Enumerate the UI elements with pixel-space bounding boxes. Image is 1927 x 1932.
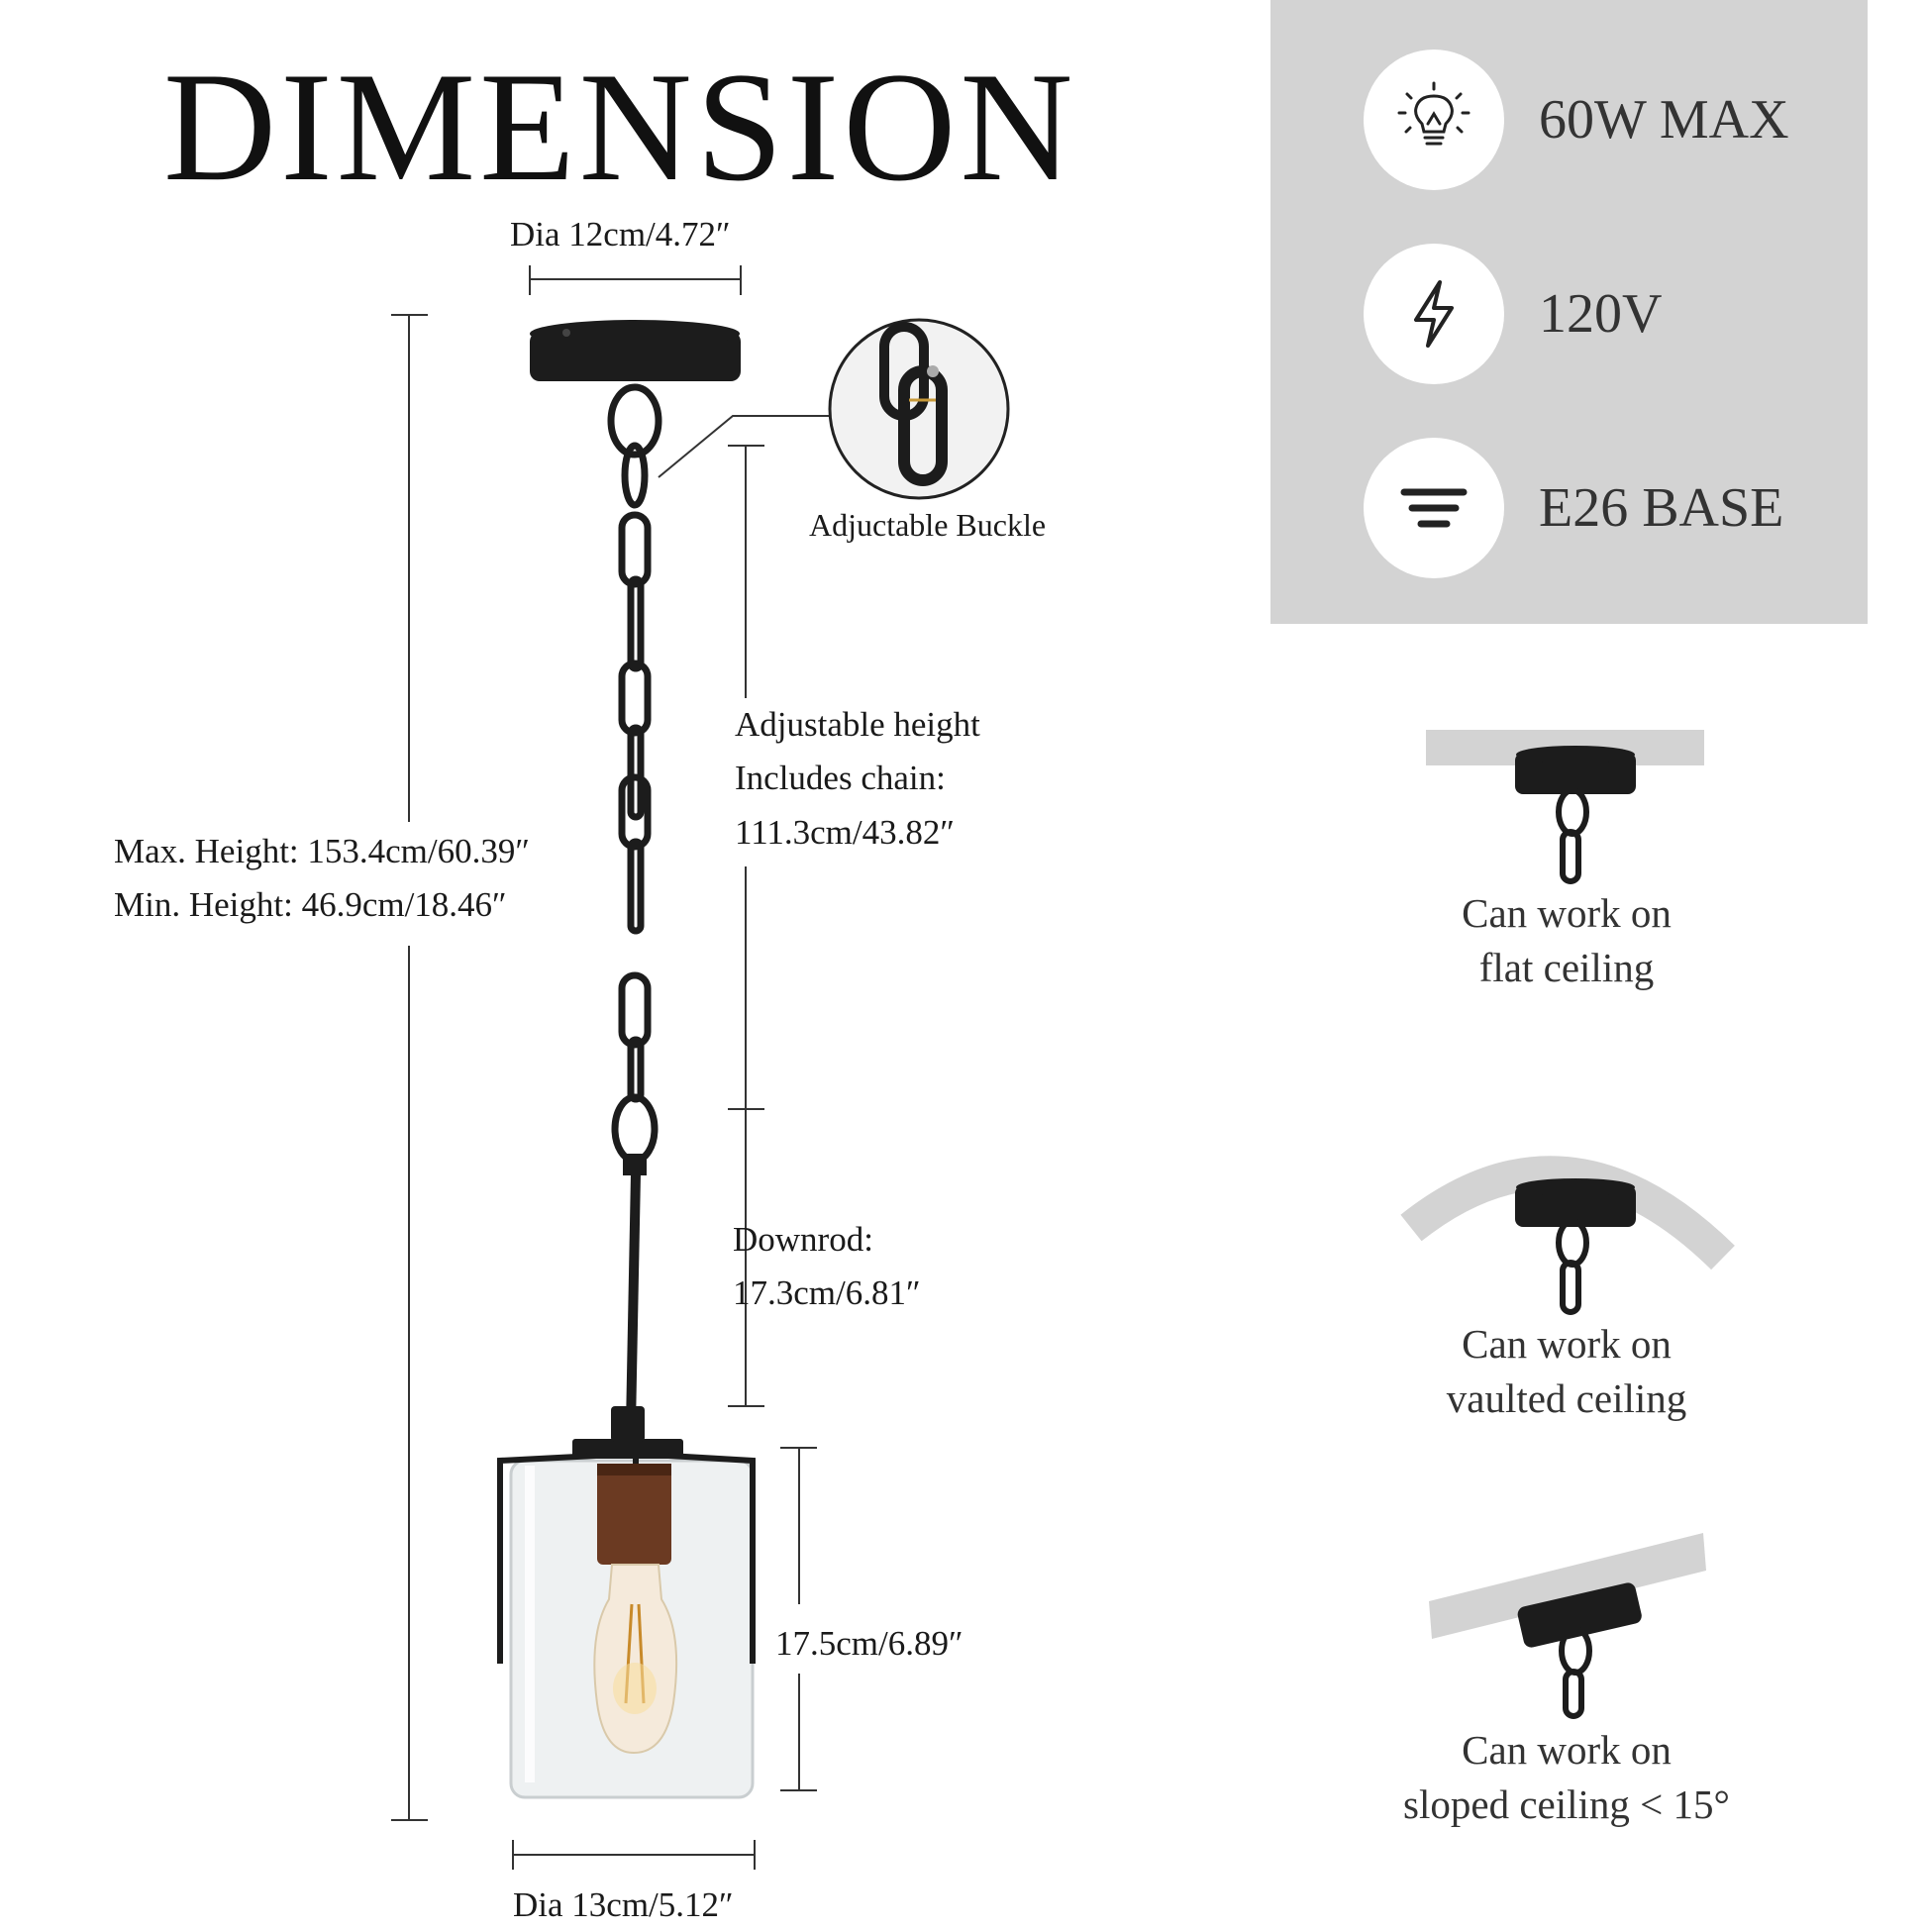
chain (607, 383, 662, 1165)
spec-wattage: 60W MAX (1539, 89, 1789, 151)
spec-row-wattage: 60W MAX (1364, 50, 1859, 190)
max-height-label: Max. Height: 153.4cm/60.39″ (114, 832, 530, 870)
adjustable-line-2: Includes chain: (735, 759, 946, 798)
shade-height-label: 17.5cm/6.89″ (775, 1624, 964, 1663)
flat-ceiling-diagram (1426, 730, 1704, 884)
canopy-dia-dimension (529, 265, 742, 295)
downrod-label: Downrod: 17.3cm/6.81″ (733, 1213, 921, 1321)
min-height-label: Min. Height: 46.9cm/18.46″ (114, 885, 507, 925)
shade-cap (572, 1406, 683, 1459)
canopy (530, 320, 741, 381)
vaulted-ceiling-diagram (1400, 1156, 1735, 1315)
wood-socket (597, 1464, 671, 1565)
vaulted-ceiling-caption: Can work on vaulted ceiling (1446, 1321, 1687, 1422)
spec-row-base: E26 BASE (1364, 438, 1859, 578)
total-height-dimension (391, 314, 428, 1821)
downrod-line-2: 17.3cm/6.81″ (733, 1273, 921, 1313)
shade-dia-label: Dia 13cm/5.12″ (513, 1885, 734, 1924)
adjustable-line-3: 111.3cm/43.82″ (735, 812, 955, 852)
adjustable-line-1: Adjustable height (735, 705, 980, 744)
bulb-icon (1364, 50, 1504, 190)
chain-to-rod-clip (623, 1154, 647, 1175)
lightning-icon (1364, 244, 1504, 384)
buckle-leader (658, 415, 830, 478)
flat-ceiling-caption: Can work on flat ceiling (1462, 890, 1672, 991)
shade-dia-dimension (512, 1840, 756, 1870)
sloped-ceiling-caption: Can work on sloped ceiling < 15° (1403, 1727, 1730, 1828)
canopy-dia-label: Dia 12cm/4.72″ (510, 215, 731, 254)
spec-panel: 60W MAX 120V E26 BASE (1270, 0, 1868, 624)
spec-row-voltage: 120V (1364, 244, 1859, 384)
height-labels: Max. Height: 153.4cm/60.39″ Min. Height:… (114, 825, 530, 933)
adjustable-height-label: Adjustable height Includes chain: 111.3c… (735, 698, 980, 860)
spec-base: E26 BASE (1539, 477, 1784, 539)
chain-dimension (728, 445, 764, 1407)
sloped-ceiling-diagram (1429, 1533, 1706, 1719)
downrod-line-1: Downrod: (733, 1220, 873, 1259)
downrod (626, 1173, 641, 1426)
page-title: DIMENSION (163, 41, 1077, 214)
spec-voltage: 120V (1539, 283, 1663, 345)
bulb (593, 1564, 678, 1755)
shade-height-dimension (780, 1447, 817, 1791)
base-icon (1364, 438, 1504, 578)
buckle-label: Adjuctable Buckle (809, 507, 1047, 543)
buckle-detail-circle (828, 318, 1010, 500)
